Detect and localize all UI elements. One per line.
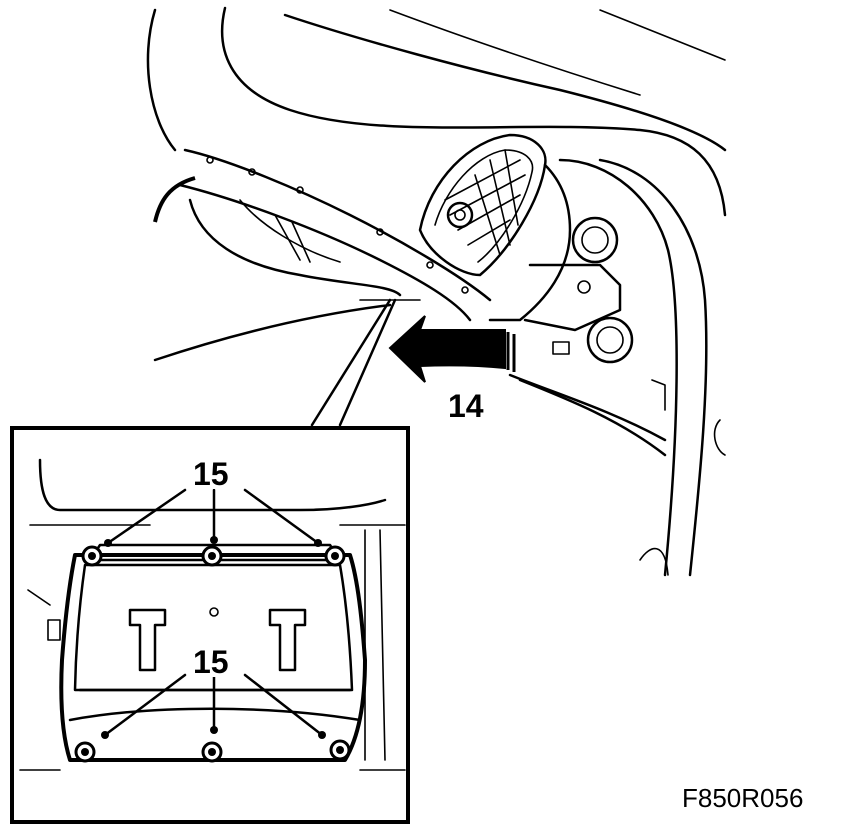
upper-bolts-label: 15 bbox=[193, 456, 229, 492]
dashboard-scene bbox=[146, 6, 727, 577]
inset-detail bbox=[10, 426, 410, 824]
upper-leaders bbox=[104, 488, 322, 547]
lower-leaders bbox=[101, 673, 326, 739]
arrow-14 bbox=[388, 315, 516, 383]
lower-bolts bbox=[74, 739, 351, 763]
figure-id: F850R056 bbox=[682, 783, 803, 813]
lower-bolts-label: 15 bbox=[193, 644, 229, 680]
arrow-label: 14 bbox=[448, 388, 484, 424]
upper-bolts bbox=[81, 545, 346, 567]
